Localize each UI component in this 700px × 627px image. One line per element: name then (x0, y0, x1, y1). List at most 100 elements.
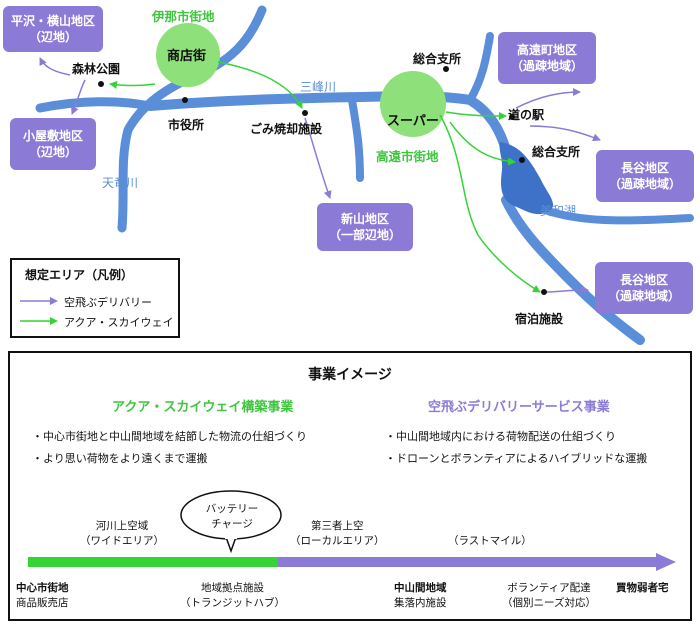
district-type: （過疎地域） (607, 289, 680, 303)
district-takato-machi: 高遠町地区 （過疎地域） (498, 32, 596, 84)
drone-project-title: 空飛ぶデリバリーサービス事業 (428, 400, 610, 415)
drone-route-niiyama (304, 117, 332, 199)
battery-line1: バッテリー (205, 503, 259, 515)
roadside-station-label: 道の駅 (508, 108, 545, 122)
supermarket-label: スーパー (387, 114, 439, 129)
district-type: （辺地） (28, 30, 77, 44)
district-name: 新山地区 (340, 212, 389, 226)
river-branch-niiyama (348, 96, 364, 182)
drone-route-hase2 (544, 286, 589, 295)
area-map (35, 5, 694, 345)
legend: 想定エリア（凡例） 空飛ぶデリバリー アクア・スカイウェイ (10, 258, 180, 338)
district-type: （一部辺地） (328, 228, 401, 242)
mountain-area-line2: 集落内施設 (394, 597, 447, 609)
river-airspace-line2: （ワイドエリア） (80, 535, 164, 547)
district-niiyama: 新山地区 （一部辺地） (317, 203, 413, 251)
city-center-label: 中心市街地 商品販売店 (16, 581, 69, 611)
river-airspace-line1: 河川上空域 (95, 520, 149, 532)
skyway-route-ina-takato (217, 61, 303, 109)
battery-charge-bubble (180, 490, 282, 554)
skyway-project-title: アクア・スカイウェイ構築事業 (112, 400, 294, 415)
district-hase-2: 長谷地区 （過疎地域） (595, 262, 693, 314)
skyway-routes (109, 61, 541, 293)
river-airspace-label: 河川上空域 （ワイドエリア） (80, 519, 164, 549)
delivery-timeline-bar (28, 553, 676, 571)
drone-route-hase1 (529, 125, 601, 142)
legend-drone-arrow-icon (20, 297, 58, 305)
forest-park-dot (98, 81, 104, 87)
district-type: （辺地） (28, 145, 77, 159)
branch-office-2-dot (519, 157, 525, 163)
battery-line2: チャージ (211, 518, 253, 530)
forest-park-label: 森林公園 (72, 62, 121, 76)
district-name: 長谷地区 (619, 273, 668, 287)
timeline-arrowhead-icon (656, 553, 676, 571)
river-south (501, 195, 645, 345)
takato-city-label: 高遠市街地 (376, 149, 439, 164)
concept-title: 事業イメージ (308, 367, 392, 383)
minebegawa-label: 三峰川 (300, 80, 337, 94)
drone-route-koyashiki (71, 79, 86, 115)
district-name: 小屋敷地区 (22, 129, 83, 143)
mountain-area-label: 中山間地域 集落内施設 (394, 581, 447, 611)
base-facility-label: 地域拠点施設 （トランジットハブ） (180, 581, 285, 611)
lodging-dot (541, 289, 547, 295)
roadside-station-dot (509, 114, 515, 120)
miwako-label: 美和湖 (540, 204, 577, 218)
skyway-bullet-1: ・中心市街地と中山間地域を結節した物流の仕組づくり (32, 430, 307, 443)
district-hase-1: 長谷地区 （過疎地域） (596, 150, 694, 202)
city-hall-dot (182, 97, 188, 103)
tenryu-river (117, 5, 267, 233)
skyway-bullet-2: ・より思い荷物をより遠くまで運搬 (32, 452, 208, 465)
legend-title: 想定エリア（凡例） (25, 268, 134, 282)
branch-office-2-label: 総合支所 (532, 145, 581, 159)
river-branch-northeast (466, 32, 494, 104)
branch-office-1-dot (443, 66, 449, 72)
drone-segment (278, 557, 658, 567)
river-branch-west (35, 97, 155, 113)
drone-routes (39, 57, 601, 295)
volunteer-line2: （個別ニーズ対応） (502, 597, 596, 609)
base-facility-line2: （トランジットハブ） (180, 597, 285, 609)
third-party-line2: （ローカルエリア） (290, 535, 385, 547)
third-party-line1: 第三者上空 (311, 520, 364, 532)
district-type: （過疎地域） (510, 59, 583, 73)
skyway-route-branch (449, 121, 516, 166)
volunteer-line1: ボランティア配達 (507, 582, 591, 594)
skyway-route-lodging (439, 114, 541, 293)
skyway-route-forest (109, 80, 156, 89)
third-party-label: 第三者上空 （ローカルエリア） (290, 519, 385, 549)
shopper-label: 買物弱者宅 (616, 582, 669, 594)
base-facility-line1: 地域拠点施設 (201, 582, 264, 594)
facility-dots (98, 66, 547, 295)
legend-skyway-arrow-icon (20, 317, 58, 325)
legend-drone-label: 空飛ぶデリバリー (64, 296, 152, 309)
volunteer-label: ボランティア配達 （個別ニーズ対応） (502, 581, 596, 611)
ina-city-label: 伊那市街地 (152, 9, 215, 24)
drone-route-hirasawa (39, 57, 71, 76)
lodging-label: 宿泊施設 (515, 312, 564, 326)
district-name: 平沢・横山地区 (10, 14, 95, 28)
drone-bullet-2: ・ドローンとボランティアによるハイブリッドな運搬 (385, 452, 648, 465)
shopping-street-label: 商店街 (167, 49, 207, 64)
branch-office-1-label: 総合支所 (413, 52, 462, 66)
district-name: 高遠町地区 (516, 43, 577, 57)
district-name: 長谷地区 (620, 161, 669, 175)
district-hirasawa: 平沢・横山地区 （辺地） (3, 6, 103, 52)
city-center-line2: 商品販売店 (16, 597, 69, 609)
skyway-route-roadstation (445, 111, 507, 120)
district-type: （過疎地域） (608, 177, 681, 191)
legend-skyway-label: アクア・スカイウェイ (64, 316, 174, 329)
ina-city-circle (156, 23, 220, 87)
river-branch-east (541, 206, 694, 225)
last-mile-label: （ラストマイル） (448, 535, 532, 547)
takato-city-circle (380, 71, 446, 137)
mountain-area-line1: 中山間地域 (394, 582, 447, 594)
district-koyashiki: 小屋敷地区 （辺地） (10, 118, 96, 170)
business-concept-panel: 事業イメージ アクア・スカイウェイ構築事業 ・中心市街地と中山間地域を結節した物… (8, 351, 692, 621)
river-network (35, 5, 694, 345)
city-hall-label: 市役所 (168, 118, 205, 132)
waste-plant-label: ごみ焼却施設 (250, 122, 323, 136)
battery-charge-label: バッテリー チャージ (195, 502, 269, 532)
skyway-segment (28, 557, 278, 567)
